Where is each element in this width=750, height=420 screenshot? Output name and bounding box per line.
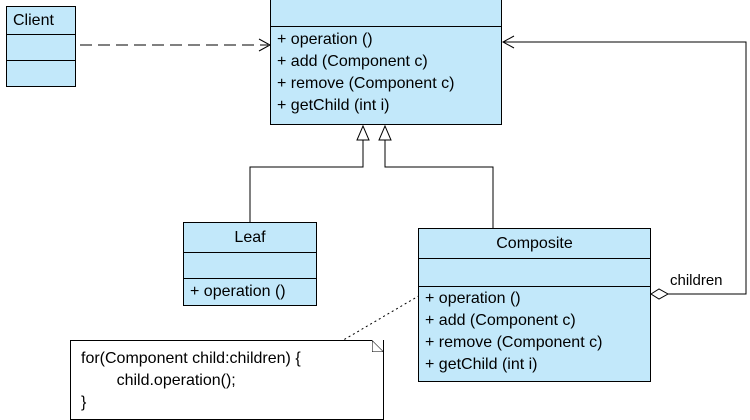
leaf-generalization-arrowhead <box>356 124 370 141</box>
composite-generalization-arrowhead <box>378 124 392 141</box>
aggregation-arrowhead <box>501 35 515 49</box>
note-folded-corner <box>372 340 384 352</box>
operation-item: + operation () <box>277 31 373 48</box>
class-client-name: Client <box>13 12 54 29</box>
class-component-name <box>271 0 501 26</box>
class-leaf-attributes <box>184 252 316 278</box>
class-composite-attributes <box>419 258 650 286</box>
operation-item: + getChild (int i) <box>425 356 538 373</box>
operation-item: + remove (Component c) <box>277 75 455 92</box>
class-diagram: Client + operation () + add (Component c… <box>6 0 747 420</box>
children-role-label: children <box>670 272 723 289</box>
class-composite-name: Composite <box>496 235 573 252</box>
class-composite-operations: + operation () + add (Component c) + rem… <box>419 286 650 381</box>
operation-item: + operation () <box>190 283 286 300</box>
note-line: for(Component child:children) { <box>81 350 301 367</box>
note-anchor-line <box>339 293 423 343</box>
aggregation-line <box>504 41 747 295</box>
class-leaf-operations: + operation () <box>184 278 316 305</box>
class-component-operations: + operation () + add (Component c) + rem… <box>271 26 501 124</box>
class-leaf-name: Leaf <box>234 229 266 246</box>
note-line: child.operation(); <box>81 372 236 389</box>
composite-generalization-line <box>384 140 494 228</box>
operation-item: + getChild (int i) <box>277 97 390 114</box>
leaf-generalization-line <box>249 140 364 222</box>
class-component[interactable]: + operation () + add (Component c) + rem… <box>270 0 502 125</box>
operation-item: + add (Component c) <box>277 53 428 70</box>
class-composite[interactable]: Composite + operation () + add (Componen… <box>418 228 651 382</box>
class-client-operations <box>7 60 75 86</box>
aggregation-diamond <box>650 288 670 300</box>
operation-item: + operation () <box>425 290 521 307</box>
operation-item: + add (Component c) <box>425 312 576 329</box>
operation-item: + remove (Component c) <box>425 334 603 351</box>
implementation-note[interactable]: for(Component child:children) { child.op… <box>70 340 384 420</box>
relationship-lines <box>80 35 747 343</box>
class-client[interactable]: Client <box>6 6 76 87</box>
note-line: } <box>81 394 87 411</box>
class-leaf[interactable]: Leaf + operation () <box>183 222 317 306</box>
class-client-attributes <box>7 34 75 60</box>
